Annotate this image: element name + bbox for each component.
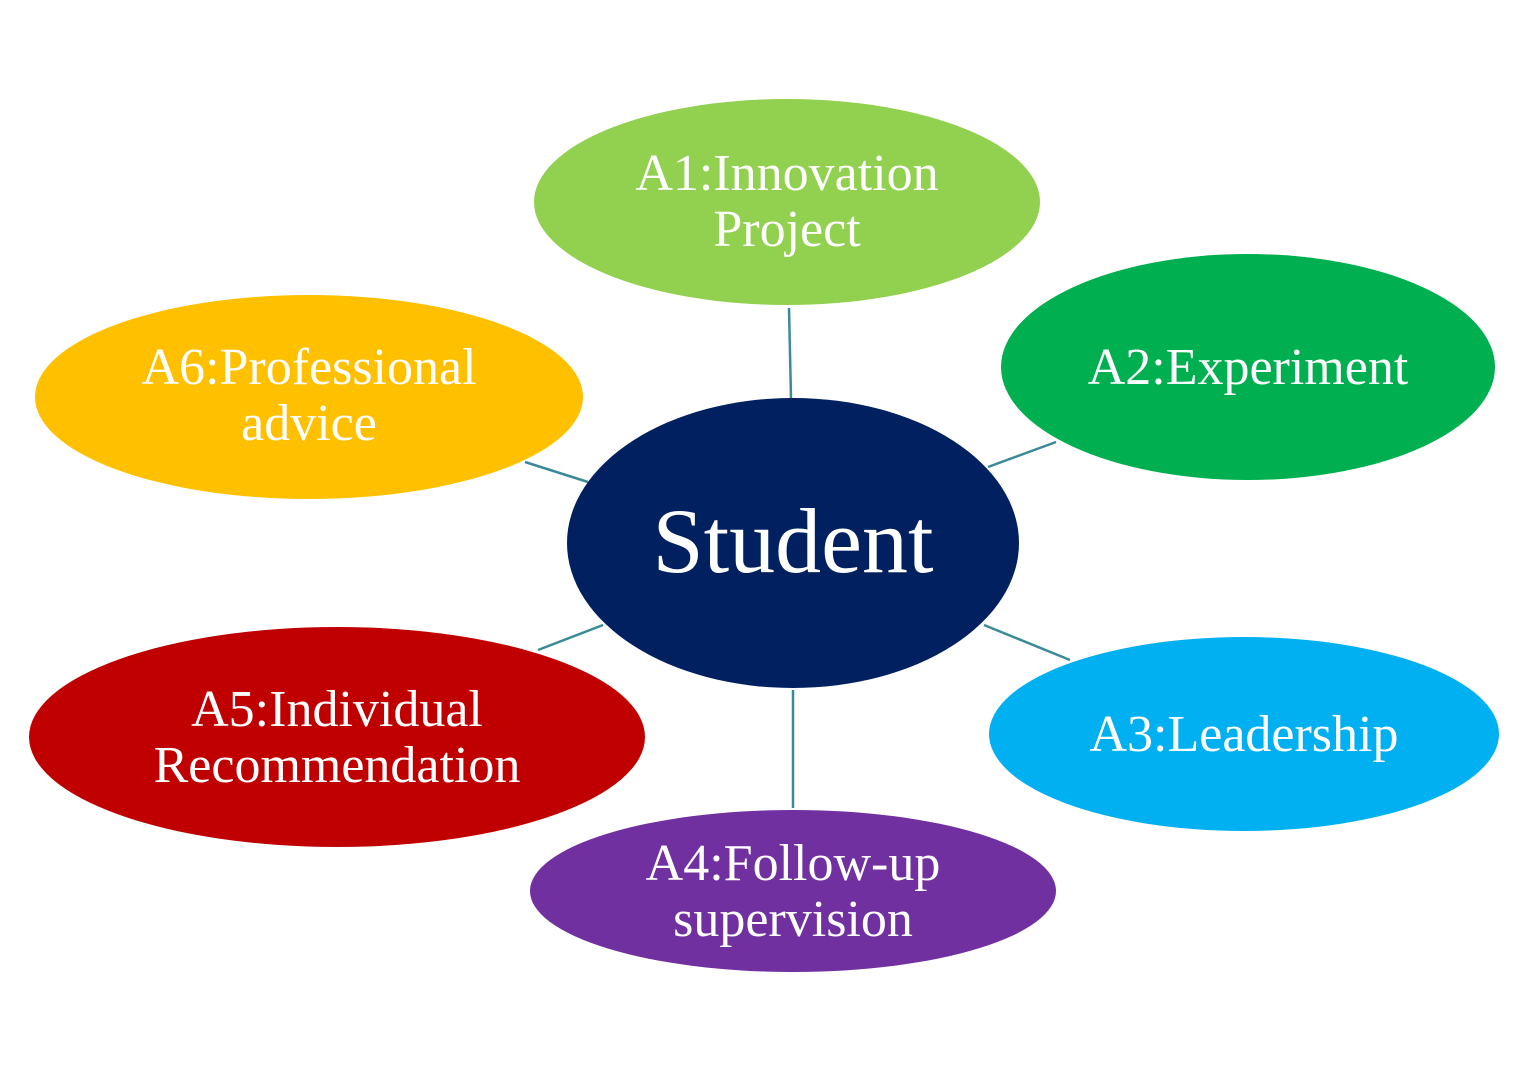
node-a6-shape xyxy=(35,295,583,499)
center-node-shape xyxy=(567,398,1019,688)
node-a4-label-line2: supervision xyxy=(673,891,913,948)
node-a4-label-line1: A4:Follow-up xyxy=(646,835,941,892)
connector-a1 xyxy=(787,307,793,399)
connector-a3 xyxy=(983,623,1071,662)
node-a3-shape xyxy=(989,637,1499,831)
node-a5: A5:Individual Recommendation xyxy=(29,627,645,847)
node-a6-label-line1: A6:Professional xyxy=(141,339,476,396)
center-node-label: Student xyxy=(652,490,934,592)
node-a2-shape xyxy=(1001,254,1495,480)
connectors xyxy=(524,307,1071,808)
node-a6: A6:Professional advice xyxy=(35,295,583,499)
node-a2: A2:Experiment xyxy=(1001,254,1495,480)
node-a2-label: A2:Experiment xyxy=(1088,339,1409,396)
node-a1-shape xyxy=(534,99,1040,305)
node-a4: A4:Follow-up supervision xyxy=(530,810,1056,972)
node-a1-label-line1: A1:Innovation xyxy=(635,145,938,202)
node-a5-shape xyxy=(29,627,645,847)
node-a1: A1:Innovation Project xyxy=(534,99,1040,305)
center-node: Student xyxy=(567,398,1019,688)
node-a6-label-line2: advice xyxy=(241,395,377,452)
node-a5-label-line1: A5:Individual xyxy=(191,681,483,738)
node-a5-label-line2: Recommendation xyxy=(154,737,521,794)
node-a3: A3:Leadership xyxy=(989,637,1499,831)
connector-a6 xyxy=(524,460,589,484)
connector-a5 xyxy=(537,623,604,652)
connector-a2 xyxy=(987,440,1057,469)
node-a4-shape xyxy=(530,810,1056,972)
node-a3-label: A3:Leadership xyxy=(1089,706,1398,763)
node-a1-label-line2: Project xyxy=(713,201,861,258)
